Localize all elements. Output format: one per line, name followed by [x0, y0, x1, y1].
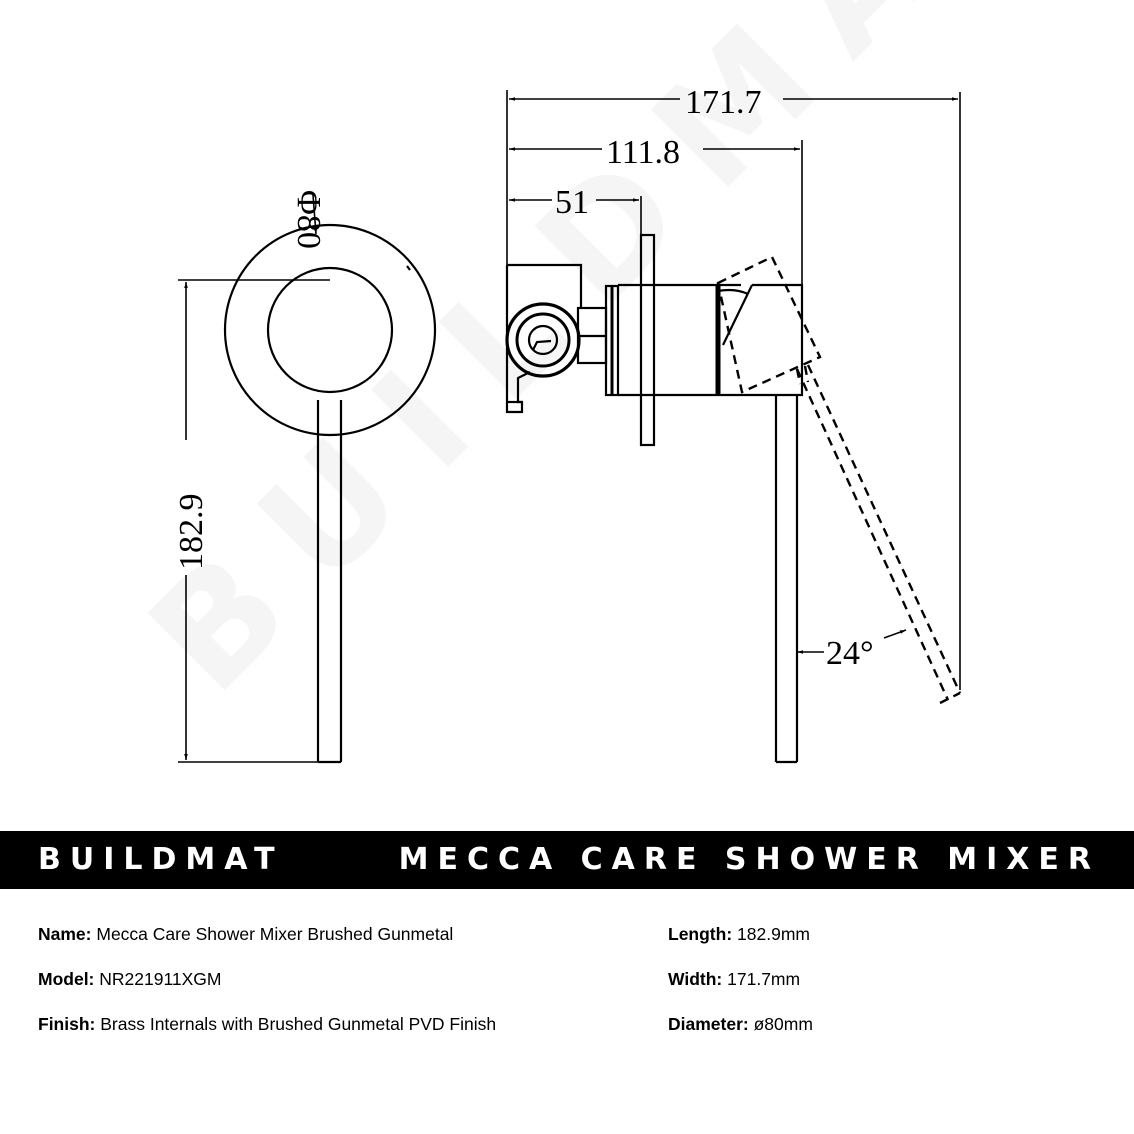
spec-value: 182.9mm: [737, 924, 810, 944]
spec-label: Width:: [668, 969, 723, 989]
specs-left-column: Name: Mecca Care Shower Mixer Brushed Gu…: [38, 920, 496, 1055]
rotated-handle-outline: [716, 255, 962, 705]
overall-width-dimension-label: 171.7: [685, 84, 762, 121]
front-view-drawing: [178, 194, 437, 764]
spec-label: Finish:: [38, 1014, 96, 1034]
spec-row-width: Width: 171.7mm: [668, 965, 813, 1010]
side-view-drawing: [505, 90, 961, 764]
spec-label: Name:: [38, 924, 92, 944]
spec-row-name: Name: Mecca Care Shower Mixer Brushed Gu…: [38, 920, 496, 965]
product-title: MECCA CARE SHOWER MIXER: [398, 842, 1100, 877]
technical-drawing: BUILDMAT Φ80 182.9: [173, 84, 962, 764]
spec-label: Model:: [38, 969, 95, 989]
spec-row-model: Model: NR221911XGM: [38, 965, 496, 1010]
diameter-dimension-label: Φ80: [290, 190, 327, 249]
body-depth-dimension-label: 111.8: [606, 134, 680, 171]
spec-row-diameter: Diameter: ø80mm: [668, 1010, 813, 1055]
spec-value: Mecca Care Shower Mixer Brushed Gunmetal: [96, 924, 454, 944]
specs-right-column: Length: 182.9mm Width: 171.7mm Diameter:…: [668, 920, 813, 1055]
brand-name: BUILDMAT: [38, 842, 284, 877]
spec-value: Brass Internals with Brushed Gunmetal PV…: [100, 1014, 497, 1034]
spec-label: Length:: [668, 924, 733, 944]
wall-depth-dimension-label: 51: [555, 184, 589, 221]
spec-row-length: Length: 182.9mm: [668, 920, 813, 965]
spec-value: NR221911XGM: [99, 969, 222, 989]
spec-value: ø80mm: [753, 1014, 813, 1034]
spec-row-finish: Finish: Brass Internals with Brushed Gun…: [38, 1010, 496, 1055]
title-banner: BUILDMAT MECCA CARE SHOWER MIXER: [0, 831, 1134, 889]
angle-dimension-label: 24°: [826, 635, 874, 672]
height-dimension-label: 182.9: [173, 494, 210, 571]
spec-value: 171.7mm: [727, 969, 801, 989]
spec-label: Diameter:: [668, 1014, 749, 1034]
